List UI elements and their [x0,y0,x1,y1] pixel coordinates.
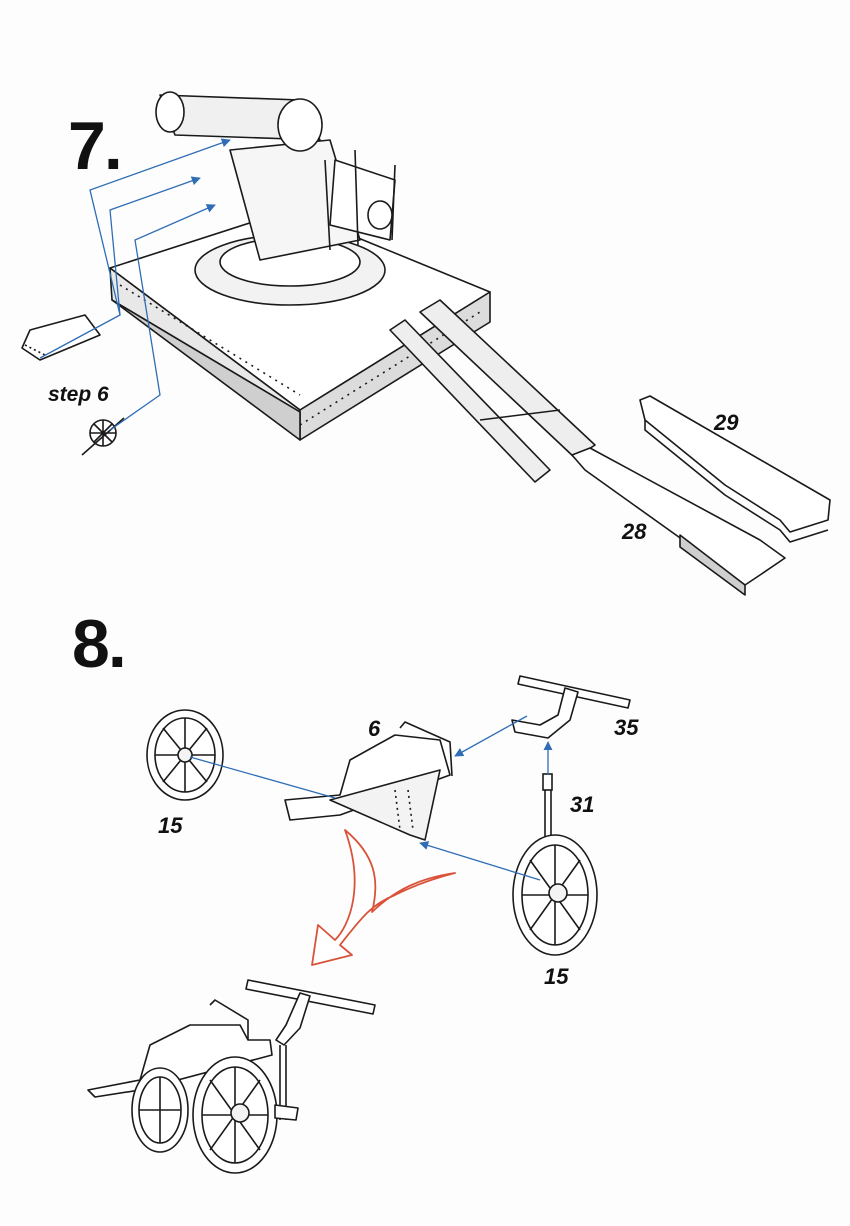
step-number-8: 8. [72,606,127,682]
gun-platform-drawing [21,91,596,483]
part-label-28: 28 [622,519,647,544]
part-label-29: 29 [714,410,739,435]
curved-assembly-arrow [311,829,456,966]
part-label-6: 6 [368,716,381,741]
part-label-15-left: 15 [158,813,183,838]
part-label-35: 35 [614,715,639,740]
wheel-right-exploded [512,834,598,956]
wheel-left-exploded [146,709,224,801]
step-number-7: 7. [68,108,123,184]
step7-leader-lines [39,138,231,431]
step-reference-label: step 6 [48,383,109,406]
trail-plates [571,395,831,596]
drawbar-exploded [511,675,631,739]
part-label-15-right: 15 [544,964,569,989]
limber-body-exploded [284,721,453,841]
limber-assembled [87,979,376,1174]
part-label-31: 31 [570,792,595,817]
step8-leader-lines [189,715,553,881]
